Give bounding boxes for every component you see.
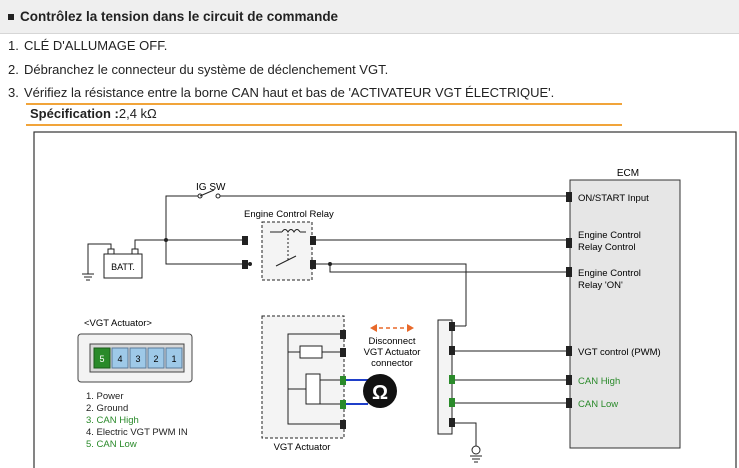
relay-contact: [275, 255, 297, 267]
harness-pin: [449, 418, 455, 427]
actuator-pin: [340, 330, 346, 339]
arrow-left-icon: [370, 324, 377, 332]
spec-value: 2,4 kΩ: [118, 106, 157, 121]
relay-pin: [310, 260, 316, 269]
disconnect-text: VGT Actuator: [364, 347, 421, 358]
harness-pin: [449, 375, 455, 384]
section-header: Contrôlez la tension dans le circuit de …: [0, 0, 739, 34]
specification: Spécification :2,4 kΩ: [30, 106, 157, 121]
connector-pin-number: 4: [117, 354, 122, 364]
wire: [87, 243, 112, 274]
pin-legend-item: 2. Ground: [86, 403, 128, 414]
relay-coil: [281, 229, 301, 233]
switch-contact: [215, 193, 221, 199]
ecm-pin: [566, 192, 572, 202]
disconnect-text: connector: [371, 358, 413, 369]
wire: [165, 240, 250, 265]
ecm-pin-label: Engine Control: [578, 230, 641, 241]
ecm-pin: [566, 238, 572, 248]
wire: [316, 263, 467, 326]
connector-pin: [93, 347, 111, 369]
bullet-square-icon: [8, 13, 14, 20]
wire: [329, 264, 566, 273]
diagram-frame: [33, 131, 737, 468]
pin-legend-item: 5. CAN Low: [86, 439, 137, 450]
ecm-pin-label: Engine Control: [578, 268, 641, 279]
ecm-pin: [566, 346, 572, 356]
relay-pin: [242, 236, 248, 245]
ecm-pin: [566, 398, 572, 408]
vgt-actuator-label: VGT Actuator: [274, 442, 331, 453]
ecm-pin-label: Relay Control: [578, 242, 636, 253]
ecm-pin: [566, 375, 572, 385]
connector-pin: [147, 347, 165, 369]
pin-legend-item: 4. Electric VGT PWM IN: [86, 427, 188, 438]
arrow-right-icon: [407, 324, 414, 332]
spec-label: Spécification :: [30, 106, 119, 121]
connector-pin: [165, 347, 183, 369]
harness-pin: [449, 346, 455, 355]
relay-label: Engine Control Relay: [244, 209, 334, 220]
disconnect-text: Disconnect: [369, 336, 416, 347]
vgt-actuator-box: [261, 315, 345, 439]
battery-box: [103, 253, 143, 279]
ecm-pin-label: ON/START Input: [578, 193, 649, 204]
battery-label: BATT.: [111, 262, 135, 272]
ohm-symbol: Ω: [372, 382, 388, 404]
wire: [287, 333, 340, 425]
harness-pin: [449, 322, 455, 331]
ecm-pin-label: CAN Low: [578, 399, 618, 410]
ecm-pin-label: Relay 'ON': [578, 280, 623, 291]
connector-pins: 5 4 3 2 1: [93, 347, 183, 369]
connector-pin-number: 3: [135, 354, 140, 364]
ecm-pin: [566, 267, 572, 277]
switch-blade: [199, 189, 215, 197]
connector-pin-number: 5: [99, 354, 104, 364]
section-title: Contrôlez la tension dans le circuit de …: [20, 9, 339, 24]
junction-dot: [248, 262, 252, 266]
harness-pin: [449, 398, 455, 407]
ohm-meter-icon: [363, 374, 397, 408]
actuator-pin-can-low: [340, 400, 346, 409]
ecm-box: [569, 179, 681, 449]
step-number: 1.: [8, 38, 19, 53]
step-3: 3. Vérifiez la résistance entre la borne …: [8, 85, 554, 100]
step-text: CLÉ D'ALLUMAGE OFF.: [24, 38, 168, 53]
spec-bottom-rule: [26, 124, 622, 126]
step-text: Vérifiez la résistance entre la borne CA…: [24, 85, 555, 100]
connector-pin: [111, 347, 129, 369]
battery-terminal: [131, 248, 139, 255]
actuator-pin: [340, 420, 346, 429]
ecm-pin-label: VGT control (PWM): [578, 347, 661, 358]
step-number: 3.: [8, 85, 19, 100]
wire: [165, 195, 198, 240]
ground-icon: [471, 445, 481, 455]
ecm-pin-label: CAN High: [578, 376, 620, 387]
vgt-actuator-title: <VGT Actuator>: [84, 318, 152, 329]
actuator-pin: [340, 348, 346, 357]
pin-legend-item: 3. CAN High: [86, 415, 139, 426]
battery-terminal: [107, 248, 115, 255]
connector-pin-number: 1: [171, 354, 176, 364]
step-2: 2. Débranchez le connecteur du système de…: [8, 62, 388, 77]
connector-pin: [129, 347, 147, 369]
actuator-pin-can-high: [340, 376, 346, 385]
relay-pin: [242, 260, 248, 269]
step-1: 1. CLÉ D'ALLUMAGE OFF.: [8, 38, 167, 53]
wire: [134, 239, 246, 249]
resistor: [299, 345, 323, 359]
pin-legend-item: 1. Power: [86, 391, 124, 402]
step-text: Débranchez le connecteur du système de d…: [24, 62, 389, 77]
step-number: 2.: [8, 62, 19, 77]
resistor: [305, 373, 321, 405]
connector-pin-number: 2: [153, 354, 158, 364]
ecm-title: ECM: [617, 168, 639, 179]
wire: [455, 422, 477, 446]
spec-top-rule: [26, 103, 622, 105]
relay-pin: [310, 236, 316, 245]
ig-sw-label: IG SW: [196, 182, 226, 193]
